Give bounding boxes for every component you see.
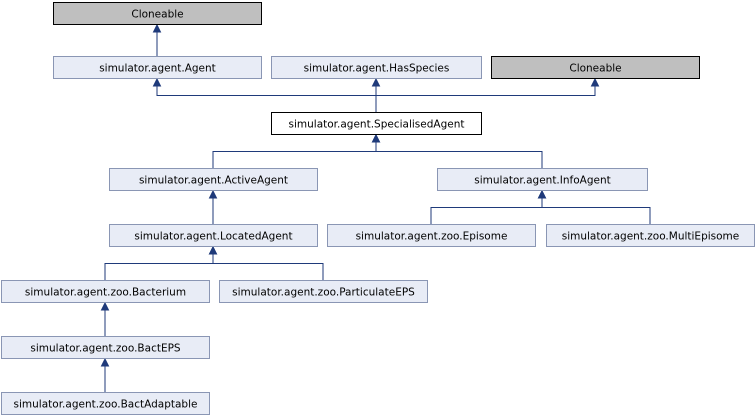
arrowhead-specialised-to-agent [152, 77, 162, 87]
class-node-particulate[interactable]: simulator.agent.zoo.ParticulateEPS [219, 280, 428, 303]
class-node-cloneable-right: Cloneable [491, 56, 700, 79]
class-box-cloneable-right [491, 56, 700, 79]
arrowhead-specialised-to-hasspecies [371, 77, 381, 87]
arrowhead-particulate-to-located [208, 245, 218, 255]
class-label-cloneable-top: Cloneable [131, 9, 183, 21]
class-box-located[interactable] [109, 224, 318, 247]
class-box-agent[interactable] [53, 56, 262, 79]
class-label-agent: simulator.agent.Agent [99, 63, 216, 75]
class-label-cloneable-right: Cloneable [569, 63, 621, 75]
edge-active-to-specialised [212, 142, 377, 168]
edges [100, 23, 651, 392]
class-box-bacterium[interactable] [1, 280, 210, 303]
class-node-bacteps[interactable]: simulator.agent.zoo.BactEPS [1, 336, 210, 359]
class-node-bactadaptable[interactable]: simulator.agent.zoo.BactAdaptable [1, 392, 210, 415]
arrowhead-specialised-to-cloneable-right [590, 77, 600, 87]
class-box-active[interactable] [109, 168, 318, 191]
class-node-agent[interactable]: simulator.agent.Agent [53, 56, 262, 79]
class-box-specialised [271, 112, 482, 135]
class-node-hasspecies[interactable]: simulator.agent.HasSpecies [271, 56, 482, 79]
class-label-bacteps: simulator.agent.zoo.BactEPS [30, 343, 181, 355]
arrowhead-agent-to-cloneable-top [152, 23, 162, 33]
edge-specialised-to-agent [156, 86, 377, 112]
class-node-bacterium[interactable]: simulator.agent.zoo.Bacterium [1, 280, 210, 303]
class-node-active[interactable]: simulator.agent.ActiveAgent [109, 168, 318, 191]
class-box-bactadaptable[interactable] [1, 392, 210, 415]
edge-info-to-specialised [375, 142, 543, 168]
arrowhead-bacteps-to-bacterium [100, 301, 110, 311]
class-node-located[interactable]: simulator.agent.LocatedAgent [109, 224, 318, 247]
class-label-multiepisome: simulator.agent.zoo.MultiEpisome [562, 231, 740, 243]
arrowhead-info-to-specialised [371, 133, 381, 143]
edge-bacterium-to-located [104, 254, 214, 280]
class-label-bactadaptable: simulator.agent.zoo.BactAdaptable [14, 399, 198, 411]
edge-particulate-to-located [212, 254, 324, 280]
class-label-particulate: simulator.agent.zoo.ParticulateEPS [232, 287, 415, 299]
edge-multiepisome-to-info [541, 198, 651, 224]
class-label-episome: simulator.agent.zoo.Episome [356, 231, 508, 243]
class-node-cloneable-top: Cloneable [53, 2, 262, 25]
arrowhead-bactadaptable-to-bacteps [100, 357, 110, 367]
class-node-info[interactable]: simulator.agent.InfoAgent [437, 168, 648, 191]
class-box-episome[interactable] [327, 224, 536, 247]
class-label-specialised: simulator.agent.SpecialisedAgent [289, 119, 465, 131]
class-label-info: simulator.agent.InfoAgent [474, 175, 610, 187]
class-node-multiepisome[interactable]: simulator.agent.zoo.MultiEpisome [546, 224, 755, 247]
class-label-hasspecies: simulator.agent.HasSpecies [304, 63, 450, 75]
edge-specialised-to-cloneable-right [375, 86, 596, 112]
class-box-cloneable-top [53, 2, 262, 25]
class-box-hasspecies[interactable] [271, 56, 482, 79]
class-box-particulate[interactable] [219, 280, 428, 303]
arrowhead-multiepisome-to-info [537, 189, 547, 199]
class-node-episome[interactable]: simulator.agent.zoo.Episome [327, 224, 536, 247]
class-label-located: simulator.agent.LocatedAgent [134, 231, 292, 243]
arrowhead-located-to-active [208, 189, 218, 199]
class-label-active: simulator.agent.ActiveAgent [139, 175, 288, 187]
class-node-specialised: simulator.agent.SpecialisedAgent [271, 112, 482, 135]
class-box-bacteps[interactable] [1, 336, 210, 359]
class-box-multiepisome[interactable] [546, 224, 755, 247]
edge-episome-to-info [430, 198, 543, 224]
class-label-bacterium: simulator.agent.zoo.Bacterium [25, 287, 186, 299]
class-box-info[interactable] [437, 168, 648, 191]
